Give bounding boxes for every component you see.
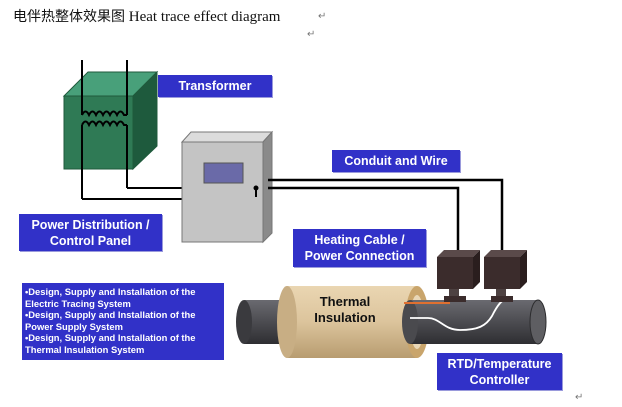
insulation-label-line2: Insulation xyxy=(314,310,376,325)
junction-box-1 xyxy=(437,250,480,302)
transformer-wiring xyxy=(81,60,182,200)
title-english: Heat trace effect diagram xyxy=(128,9,281,25)
diagram-title: 电伴热整体效果图 Heat trace effect diagram xyxy=(13,6,280,26)
service-item-1-line1: •Design, Supply and Installation of the xyxy=(25,286,196,297)
rtd-label-line1: RTD/Temperature xyxy=(447,356,552,371)
services-list: •Design, Supply and Installation of the … xyxy=(22,283,224,360)
title-chinese: 电伴热整体效果图 xyxy=(13,9,125,25)
paragraph-mark-icon: ↵ xyxy=(307,29,316,40)
heating-cable-label: Heating Cable / Power Connection xyxy=(293,229,426,267)
insulation-label-line1: Thermal xyxy=(319,294,371,309)
transformer-box xyxy=(62,70,159,171)
rtd-label-line2: Controller xyxy=(469,372,530,387)
paragraph-mark-icon: ↵ xyxy=(318,11,327,22)
service-item-2-line1: •Design, Supply and Installation of the xyxy=(25,309,196,320)
heating-cable-label-line2: Power Connection xyxy=(304,249,415,263)
power-panel-label-line1: Power Distribution / xyxy=(31,217,150,232)
junction-box-2 xyxy=(484,250,527,302)
power-panel-label-line2: Control Panel xyxy=(49,233,132,248)
service-item-3-line1: •Design, Supply and Installation of the xyxy=(25,332,196,343)
conduit-label-text: Conduit and Wire xyxy=(344,154,448,168)
control-panel-box xyxy=(180,130,274,244)
insulation-label: Thermal Insulation xyxy=(305,294,385,326)
transformer-label: Transformer xyxy=(158,75,272,97)
transformer-label-text: Transformer xyxy=(178,79,252,93)
service-item-2-line2: Power Supply System xyxy=(25,320,123,332)
service-item-1-line2: Electric Tracing System xyxy=(25,297,131,309)
rtd-controller-label: RTD/Temperature Controller xyxy=(437,353,562,390)
service-item-3-line2: Thermal Insulation System xyxy=(25,343,145,355)
heating-cable-label-line1: Heating Cable / xyxy=(314,233,405,247)
power-panel-label: Power Distribution / Control Panel xyxy=(19,214,162,251)
pipe-exposed xyxy=(402,298,547,345)
paragraph-mark-icon: ↵ xyxy=(575,392,584,403)
conduit-label: Conduit and Wire xyxy=(332,150,460,172)
